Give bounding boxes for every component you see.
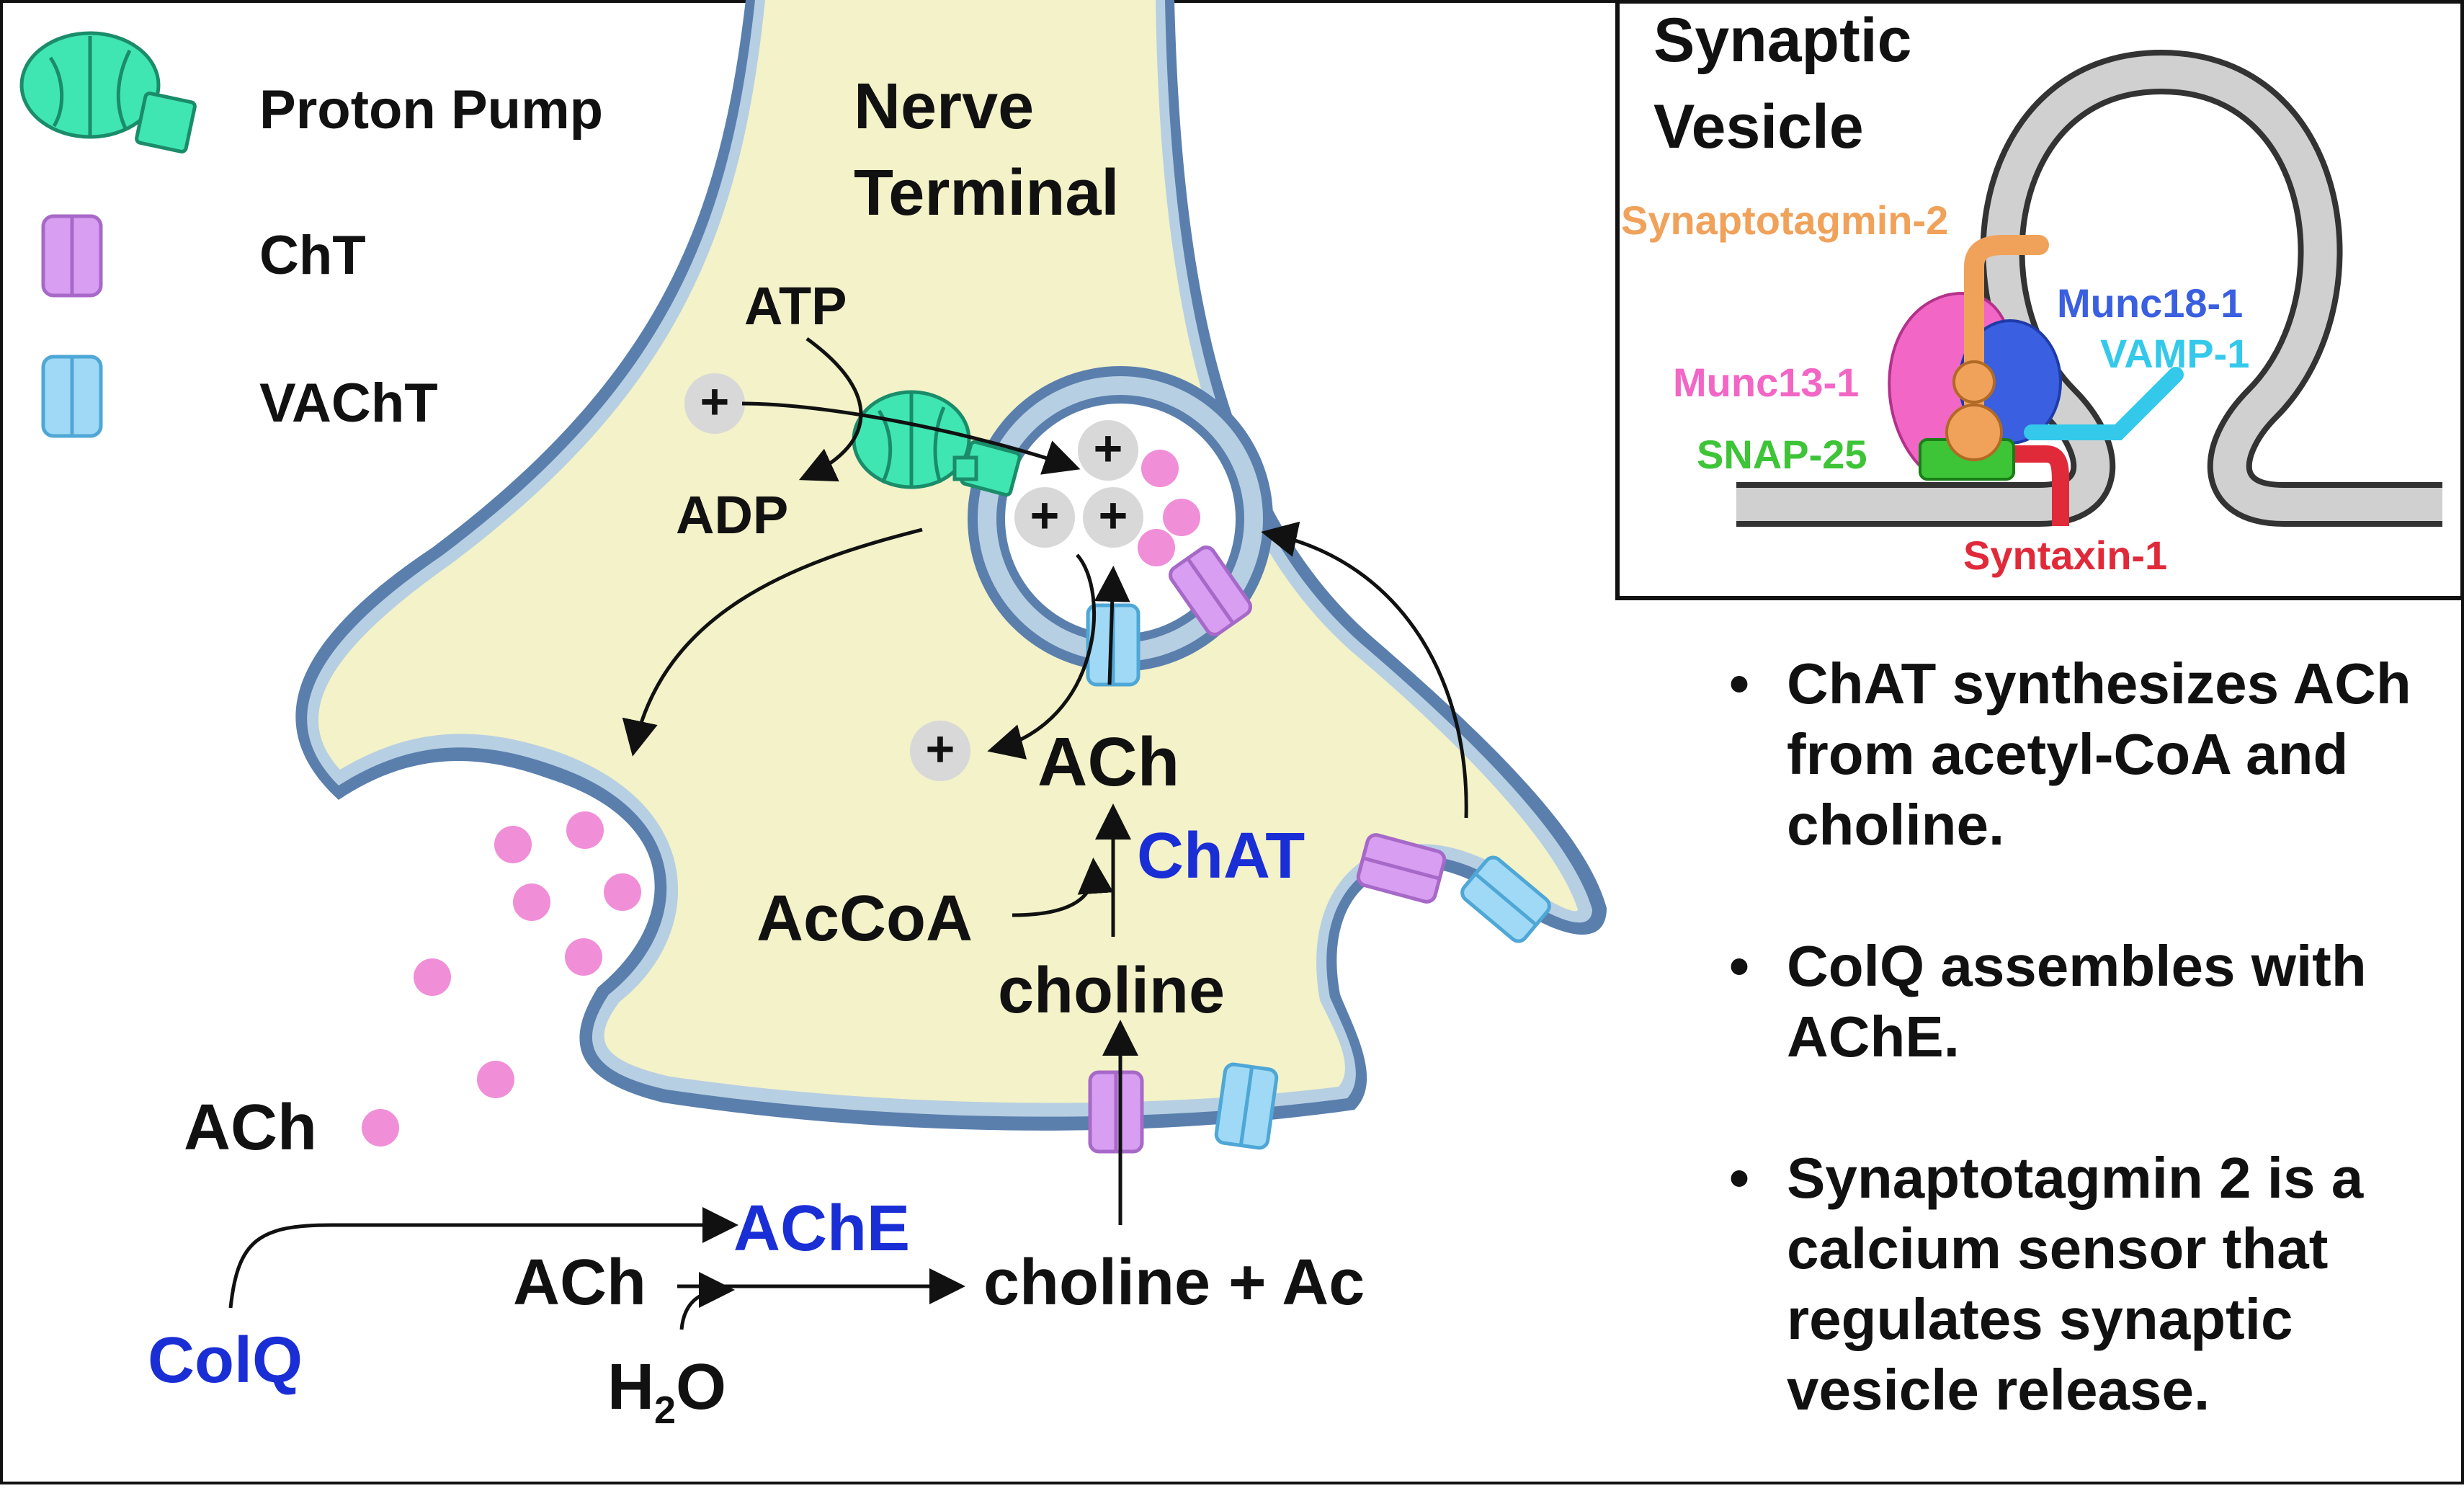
cht-membrane-bottom [1088,1070,1144,1154]
products-label: choline + Ac [983,1247,1365,1319]
bullet-notes: • ChAT synthesizes ACh from acetyl-CoA an… [1722,649,2428,1496]
bullet-item: • ChAT synthesizes ACh from acetyl-CoA an… [1722,649,2428,860]
adp-label: ADP [676,485,788,545]
free-proton-atp: + [684,373,745,434]
proton-pump-legend-icon [19,31,197,153]
bullet-dot: • [1729,651,1750,716]
syntaxin-shape [1945,445,2069,526]
colq-ache-arrow [228,1207,738,1309]
snap25-label: SNAP-25 [1697,432,1867,477]
munc18-label: Munc18-1 [2057,280,2243,326]
proton-out-arrow [987,553,1097,760]
cht-vesicle [1168,546,1253,636]
proton-sign: + [1094,420,1123,476]
ach-uptake-arrow [1094,566,1130,685]
terminal-title: Nerve [854,71,1034,143]
bullet-item: • Synaptotagmin 2 is a calcium sensor tha… [1722,1143,2428,1425]
atp-label: ATP [744,276,847,336]
vacht-membrane-bottom [1214,1062,1279,1150]
vesicle-release-arrow [622,527,923,757]
water-label: H2O [607,1351,726,1432]
ach-label: ACh [1037,723,1179,801]
vamp-label: VAMP-1 [2100,331,2249,376]
vamp-shape [2024,367,2184,440]
cleft-ach-label: ACh [184,1092,317,1164]
svg-text:+: + [926,721,955,777]
cht-legend-icon [41,214,103,298]
legend-label: ChT [259,225,366,286]
proton-pump-arrow [741,401,1081,475]
vacht-legend-icon [41,355,103,438]
released-ach-molecules [362,811,641,1147]
bullet-text: ChAT synthesizes ACh from acetyl-CoA and… [1787,651,2411,857]
svg-text:+: + [700,373,730,429]
reaction-ach-label: ACh [513,1247,646,1319]
vacht-membrane-right [1460,855,1551,943]
vesicle-ach-molecules [1138,450,1200,566]
terminal-title: Terminal [854,157,1119,229]
inset-title: Vesicle [1653,92,1864,161]
cht-membrane-right [1356,833,1447,904]
colq-label: ColQ [148,1324,303,1397]
synaptotagmin-shape [1964,235,2049,414]
accoa-label: AcCoA [756,883,973,955]
proton-pump-vesicle [852,390,1022,497]
bullet-dot: • [1729,934,1750,998]
choline-label: choline [998,955,1225,1027]
terminal-cytoplasm [318,0,1578,1103]
proton-sign: + [1030,487,1060,543]
inset-panel: Synaptic Vesicle Synaptotagmin-2 Munc18-… [1615,0,2464,600]
nerve-terminal [295,0,1607,1131]
accoa-arrow [1012,858,1114,917]
bullet-text: Synaptotagmin 2 is a calcium sensor that… [1787,1146,2364,1422]
legend-label: VAChT [259,373,438,434]
chat-label: ChAT [1137,820,1305,892]
atp-adp-arrow [798,337,863,482]
ache-label: AChE [733,1193,910,1265]
pathway-arrows [228,337,1468,1330]
bullet-text: ColQ assembles with AChE. [1787,934,2367,1069]
synaptotagmin-label: Synaptotagmin-2 [1621,197,1948,243]
bullet-item: • ColQ assembles with AChE. [1722,931,2428,1072]
legend: Proton Pump ChT VAChT [19,31,603,438]
vesicle-protons: + + + [1014,420,1143,548]
munc13-label: Munc13-1 [1673,360,1859,405]
choline-recycle-arrow [1261,521,1468,819]
legend-label: Proton Pump [259,79,603,141]
bullet-dot: • [1729,1146,1750,1210]
syntaxin-label: Syntaxin-1 [1963,533,2167,578]
proton-sign: + [1099,487,1128,543]
free-proton-ach: + [910,721,970,781]
inset-title: Synaptic [1653,6,1911,75]
